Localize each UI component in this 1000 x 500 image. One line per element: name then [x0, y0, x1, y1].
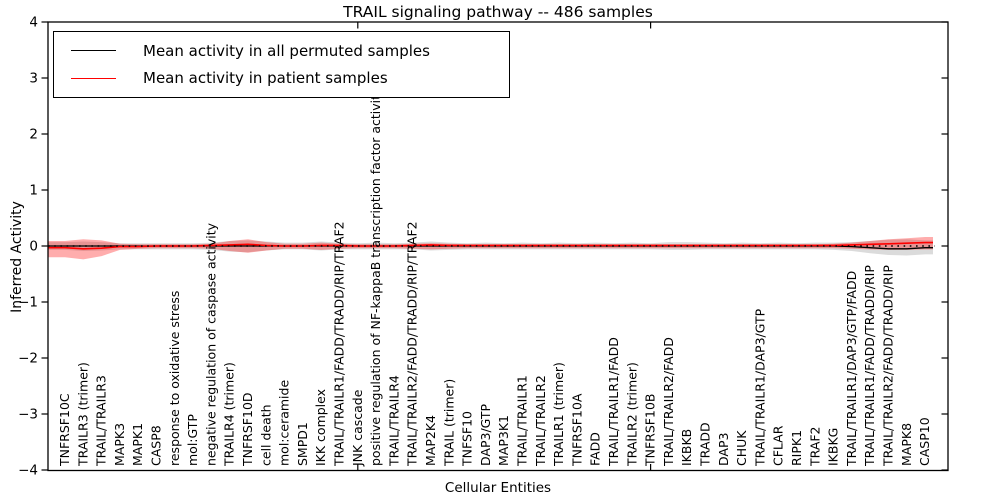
x-tick-label: TNFRSF10B	[643, 394, 658, 467]
x-tick-label: cell death	[258, 404, 273, 466]
x-tick-label: IKK complex	[313, 389, 328, 466]
x-tick-label: TRAIL/TRAILR2	[533, 375, 548, 467]
x-tick-label: TNFRSF10D	[240, 392, 255, 467]
y-tick-label: −1	[18, 295, 38, 311]
y-tick-label: 1	[29, 183, 38, 199]
x-tick-label: TRAF2	[807, 426, 822, 467]
x-tick-label: mol:ceramide	[277, 380, 292, 466]
x-tick-label: CASP8	[149, 425, 164, 466]
x-tick-label: TRAILR4 (trimer)	[222, 362, 237, 467]
x-tick-label: CASP10	[917, 417, 932, 466]
x-tick-label: response to oxidative stress	[167, 291, 182, 466]
x-tick-label: JNK cascade	[350, 389, 365, 467]
permuted-band	[48, 239, 933, 256]
x-tick-label: TRAILR1 (trimer)	[551, 362, 566, 467]
x-tick-label: TRAIL/TRAILR1	[515, 375, 530, 467]
x-tick-label: TRAIL/TRAILR1/FADD/TRADD/RIP	[862, 265, 877, 467]
legend-label-permuted: Mean activity in all permuted samples	[143, 41, 430, 60]
permuted-line-swatch	[71, 50, 116, 52]
legend-entry-permuted: Mean activity in all permuted samples	[71, 42, 509, 60]
y-tick-label: −4	[18, 463, 38, 479]
x-tick-label: TRAILR3 (trimer)	[75, 362, 90, 467]
patient-line-swatch	[71, 77, 116, 79]
x-tick-label: MAPK8	[899, 423, 914, 466]
patient-band	[48, 237, 933, 260]
x-tick-label: SMPD1	[295, 422, 310, 466]
y-tick-label: 2	[29, 127, 38, 143]
y-axis-label: Inferred Activity	[9, 201, 25, 313]
x-tick-label: TRAIL/TRAILR2/FADD	[661, 337, 676, 467]
x-tick-label: TRAIL/TRAILR4	[386, 375, 401, 467]
x-tick-label: TNFSF10	[460, 411, 475, 467]
x-tick-label: mol:GTP	[185, 414, 200, 466]
y-tick-label: 3	[29, 71, 38, 87]
legend: Mean activity in all permuted samples Me…	[53, 31, 510, 98]
x-tick-label: FADD	[588, 432, 603, 466]
x-tick-label: TRAILR2 (trimer)	[624, 362, 639, 467]
x-tick-label: CFLAR	[771, 425, 786, 466]
y-tick-label: 4	[29, 15, 38, 31]
x-tick-label: TRAIL/TRAILR2/FADD/TRADD/RIP/TRAF2	[405, 221, 420, 467]
x-tick-label: TRAIL/TRAILR1/DAP3/GTP/FADD	[844, 271, 859, 467]
x-tick-label: CHUK	[734, 430, 749, 466]
x-tick-label: positive regulation of NF-kappaB transcr…	[368, 87, 383, 466]
y-tick-label: −2	[18, 351, 38, 367]
x-tick-label: TNFRSF10C	[57, 393, 72, 467]
x-tick-label: TRAIL (trimer)	[441, 379, 456, 467]
legend-entry-patient: Mean activity in patient samples	[71, 69, 509, 87]
x-tick-label: TRAIL/TRAILR1/FADD/TRADD/RIP/TRAF2	[332, 221, 347, 467]
y-tick-label: −3	[18, 407, 38, 423]
x-tick-label: DAP3/GTP	[478, 403, 493, 466]
x-tick-label: TRAIL/TRAILR1/FADD	[606, 337, 621, 467]
x-tick-label: IKBKG	[826, 428, 841, 466]
x-tick-label: RIPK1	[789, 430, 804, 466]
x-tick-label: MAP2K4	[423, 415, 438, 466]
x-tick-label: TNFRSF10A	[569, 393, 584, 467]
y-tick-label: 0	[29, 239, 38, 255]
x-tick-label: TRAIL/TRAILR3	[94, 375, 109, 467]
x-tick-label: MAP3K1	[496, 415, 511, 466]
x-tick-label: TRAIL/TRAILR2/FADD/TRADD/RIP	[881, 265, 896, 467]
legend-label-patient: Mean activity in patient samples	[143, 69, 388, 88]
x-tick-label: IKBKB	[679, 429, 694, 466]
x-tick-label: MAPK1	[130, 423, 145, 466]
x-axis-label: Cellular Entities	[444, 480, 552, 496]
x-tick-label: TRAIL/TRAILR1/DAP3/GTP	[752, 308, 767, 467]
x-tick-label: negative regulation of caspase activity	[203, 222, 218, 466]
x-tick-label: TRADD	[698, 422, 713, 467]
x-tick-label: DAP3	[716, 433, 731, 466]
chart-title: TRAIL signaling pathway -- 486 samples	[343, 3, 653, 21]
x-tick-label: MAPK3	[112, 423, 127, 466]
